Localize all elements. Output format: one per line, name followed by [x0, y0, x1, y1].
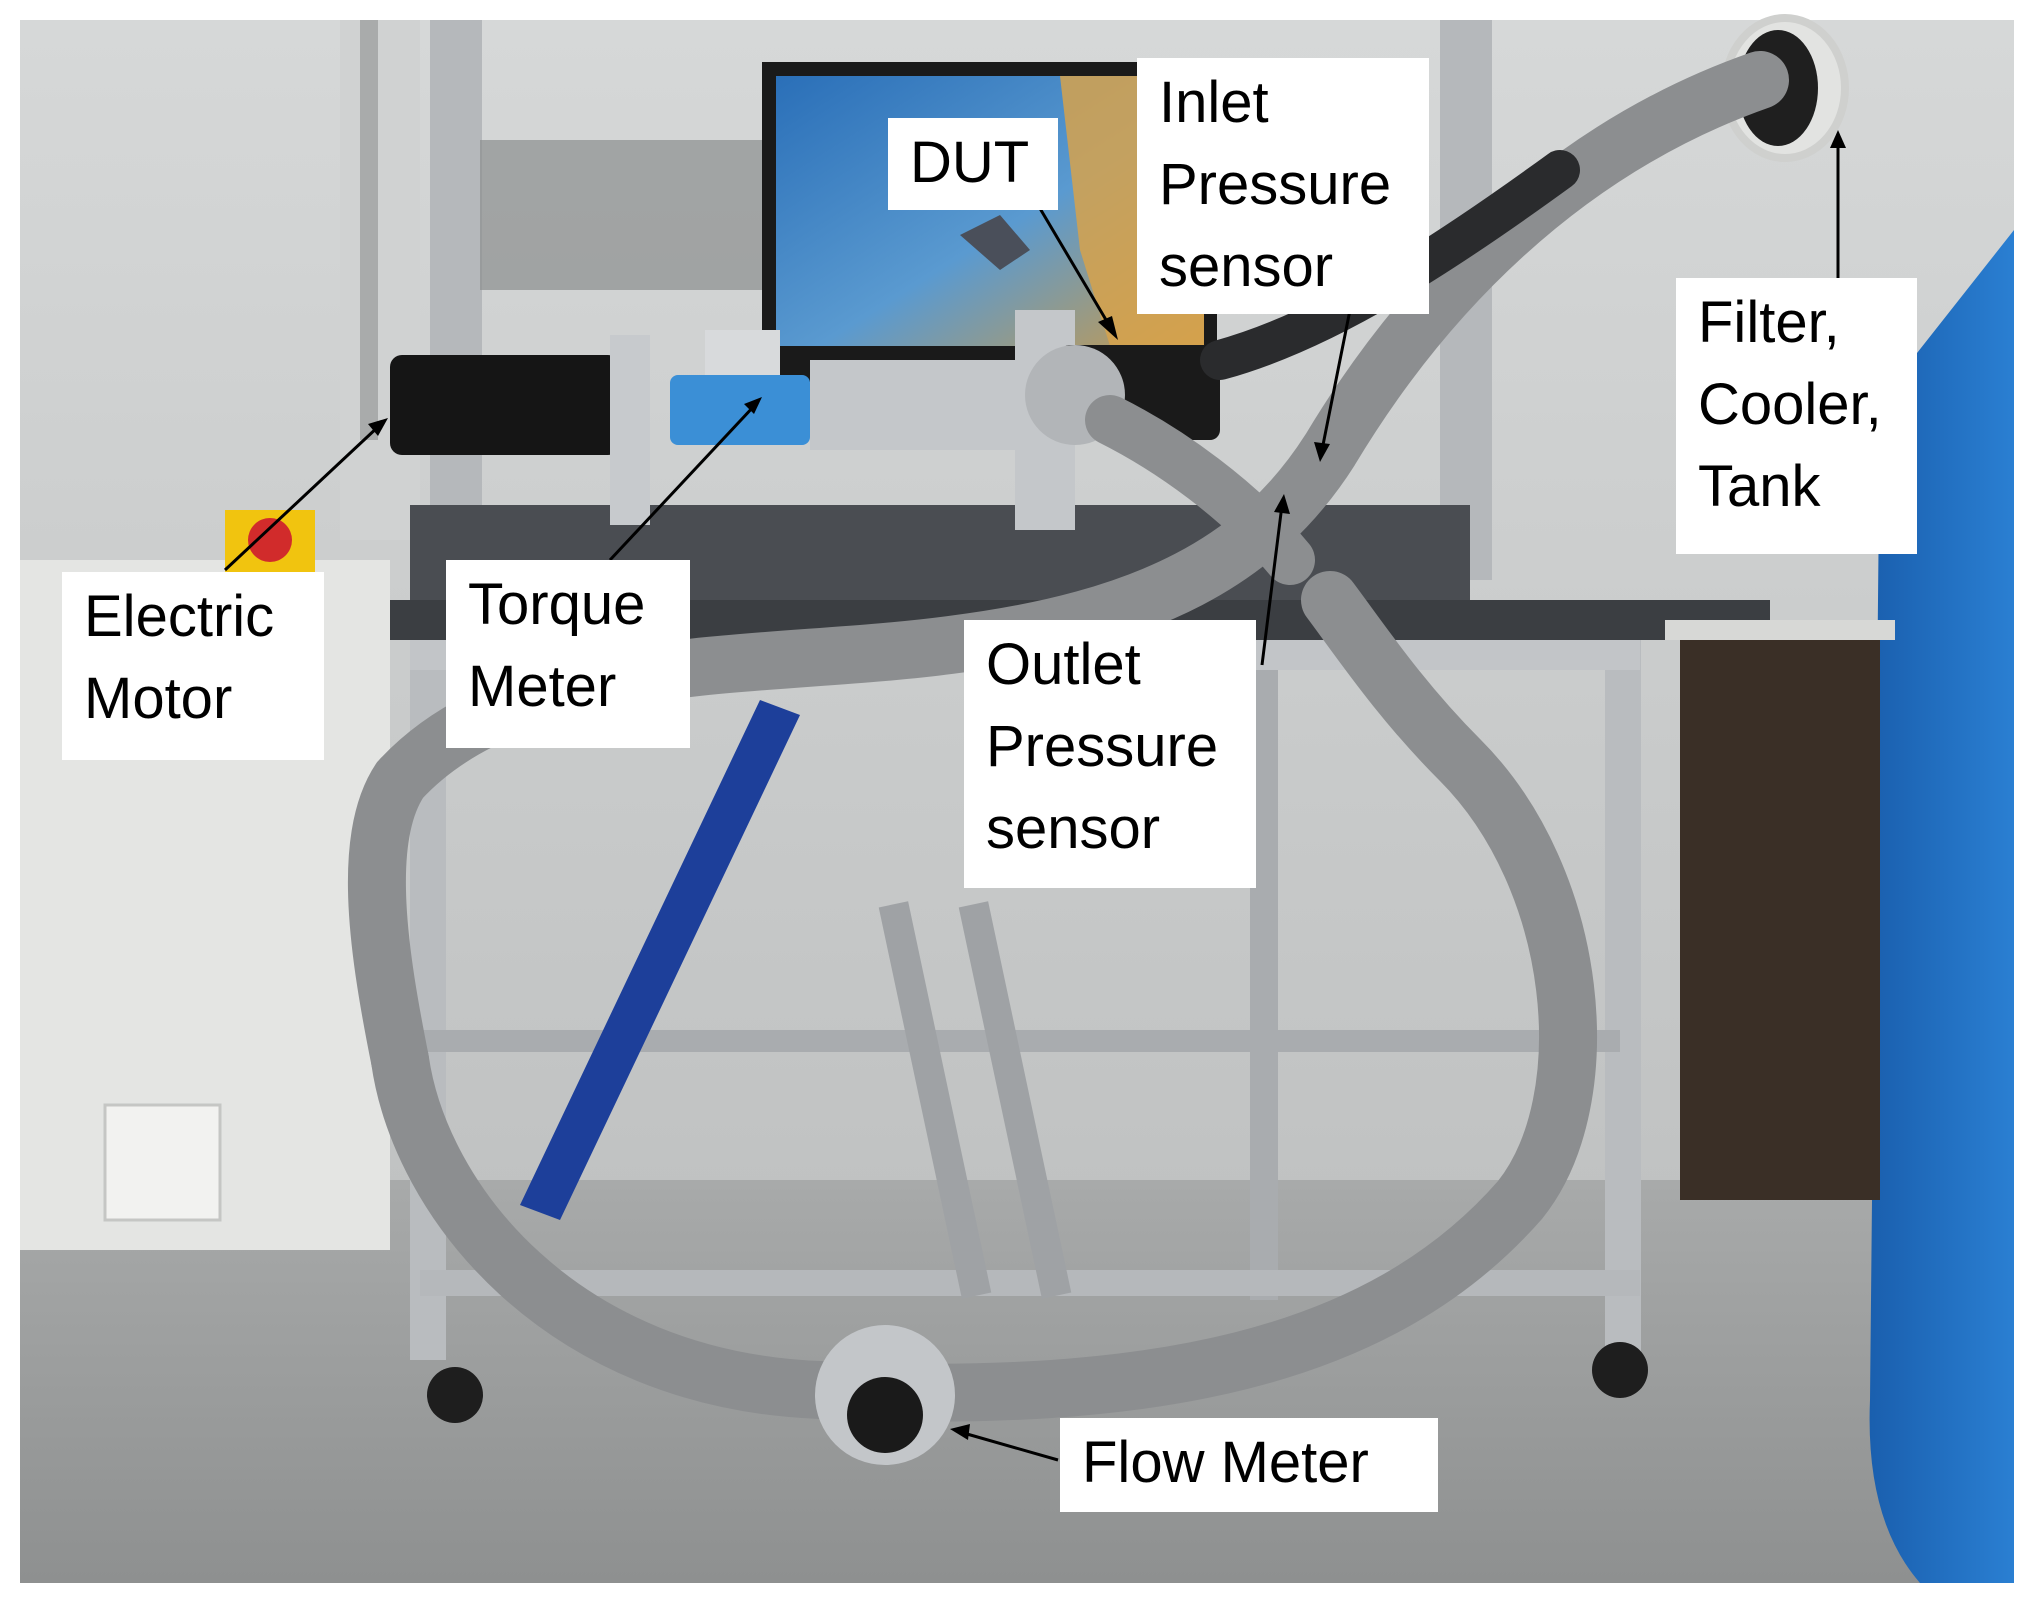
arrowhead-outlet [1274, 494, 1290, 514]
frame-inner-rail-2 [958, 901, 1072, 1299]
label-inlet-line-1: Inlet [1159, 70, 1269, 135]
back-grille [480, 140, 770, 290]
label-filter-cooler-tank: Filter, Cooler, Tank [1676, 278, 1917, 554]
label-dut: DUT [888, 118, 1058, 210]
heat-exchanger [1680, 640, 1880, 1200]
arrowhead-flow [950, 1424, 970, 1440]
annotation-arrowheads [368, 130, 1846, 1440]
arrowhead-filter [1830, 130, 1846, 148]
blue-cabinet [1869, 230, 2014, 1583]
torque-meter-body [670, 375, 810, 445]
label-torque-meter: Torque Meter [446, 560, 690, 748]
torque-meter-sensor [705, 330, 780, 375]
electric-motor [390, 355, 620, 455]
arrow-inlet [1320, 309, 1352, 451]
label-torque-line-1: Torque [468, 572, 646, 637]
back-frame-upright-left [430, 20, 482, 580]
motor-flange [610, 335, 650, 525]
caster-left [427, 1367, 483, 1423]
wall-column [340, 20, 420, 540]
label-flow-line-1: Flow Meter [1082, 1430, 1369, 1495]
label-dut-line-1: DUT [910, 130, 1030, 195]
frame-inner-rail-1 [878, 901, 992, 1299]
label-outlet-line-3: sensor [986, 796, 1161, 861]
label-filter-line-2: Cooler, [1698, 372, 1882, 437]
label-flow-meter: Flow Meter [1060, 1418, 1438, 1512]
label-motor-line-1: Electric [84, 584, 275, 649]
arrow-torque [608, 403, 757, 562]
annotation-arrows [223, 140, 1840, 1462]
arrow-flow [959, 1430, 1059, 1462]
hose-loop [371, 571, 1597, 1422]
flow-meter-cap [847, 1377, 923, 1453]
arrowhead-motor [368, 418, 388, 436]
label-torque-line-2: Meter [468, 654, 617, 719]
exchanger-frame [1665, 620, 1895, 640]
arrowhead-inlet [1314, 442, 1330, 462]
hose-dut-inlet [1085, 395, 1315, 585]
frame-rail-mid [420, 1030, 1620, 1052]
label-inlet-line-3: sensor [1159, 234, 1334, 299]
arrowhead-torque [744, 397, 762, 414]
emergency-stop-button [248, 518, 292, 562]
arrowhead-dut [1098, 316, 1118, 340]
label-electric-motor: Electric Motor [62, 572, 324, 760]
arrow-outlet [1260, 504, 1284, 666]
arrow-dut [1033, 199, 1114, 331]
bearing-housing [810, 360, 1020, 450]
cabinet-vent [103, 1103, 222, 1222]
wall-pipe [360, 20, 378, 440]
label-outlet-line-2: Pressure [986, 714, 1219, 779]
label-outlet-pressure-sensor: Outlet Pressure sensor [964, 620, 1256, 888]
blue-strut [520, 700, 800, 1220]
frame-leg-front-right [1605, 640, 1641, 1360]
monitor-rock [960, 215, 1030, 270]
arrow-motor [223, 423, 382, 572]
caster-right [1592, 1342, 1648, 1398]
label-filter-line-1: Filter, [1698, 290, 1840, 355]
label-inlet-pressure-sensor: Inlet Pressure sensor [1137, 58, 1429, 314]
label-inlet-line-2: Pressure [1159, 152, 1392, 217]
label-motor-line-2: Motor [84, 666, 233, 731]
label-outlet-line-1: Outlet [986, 632, 1141, 697]
label-filter-line-3: Tank [1698, 454, 1821, 519]
